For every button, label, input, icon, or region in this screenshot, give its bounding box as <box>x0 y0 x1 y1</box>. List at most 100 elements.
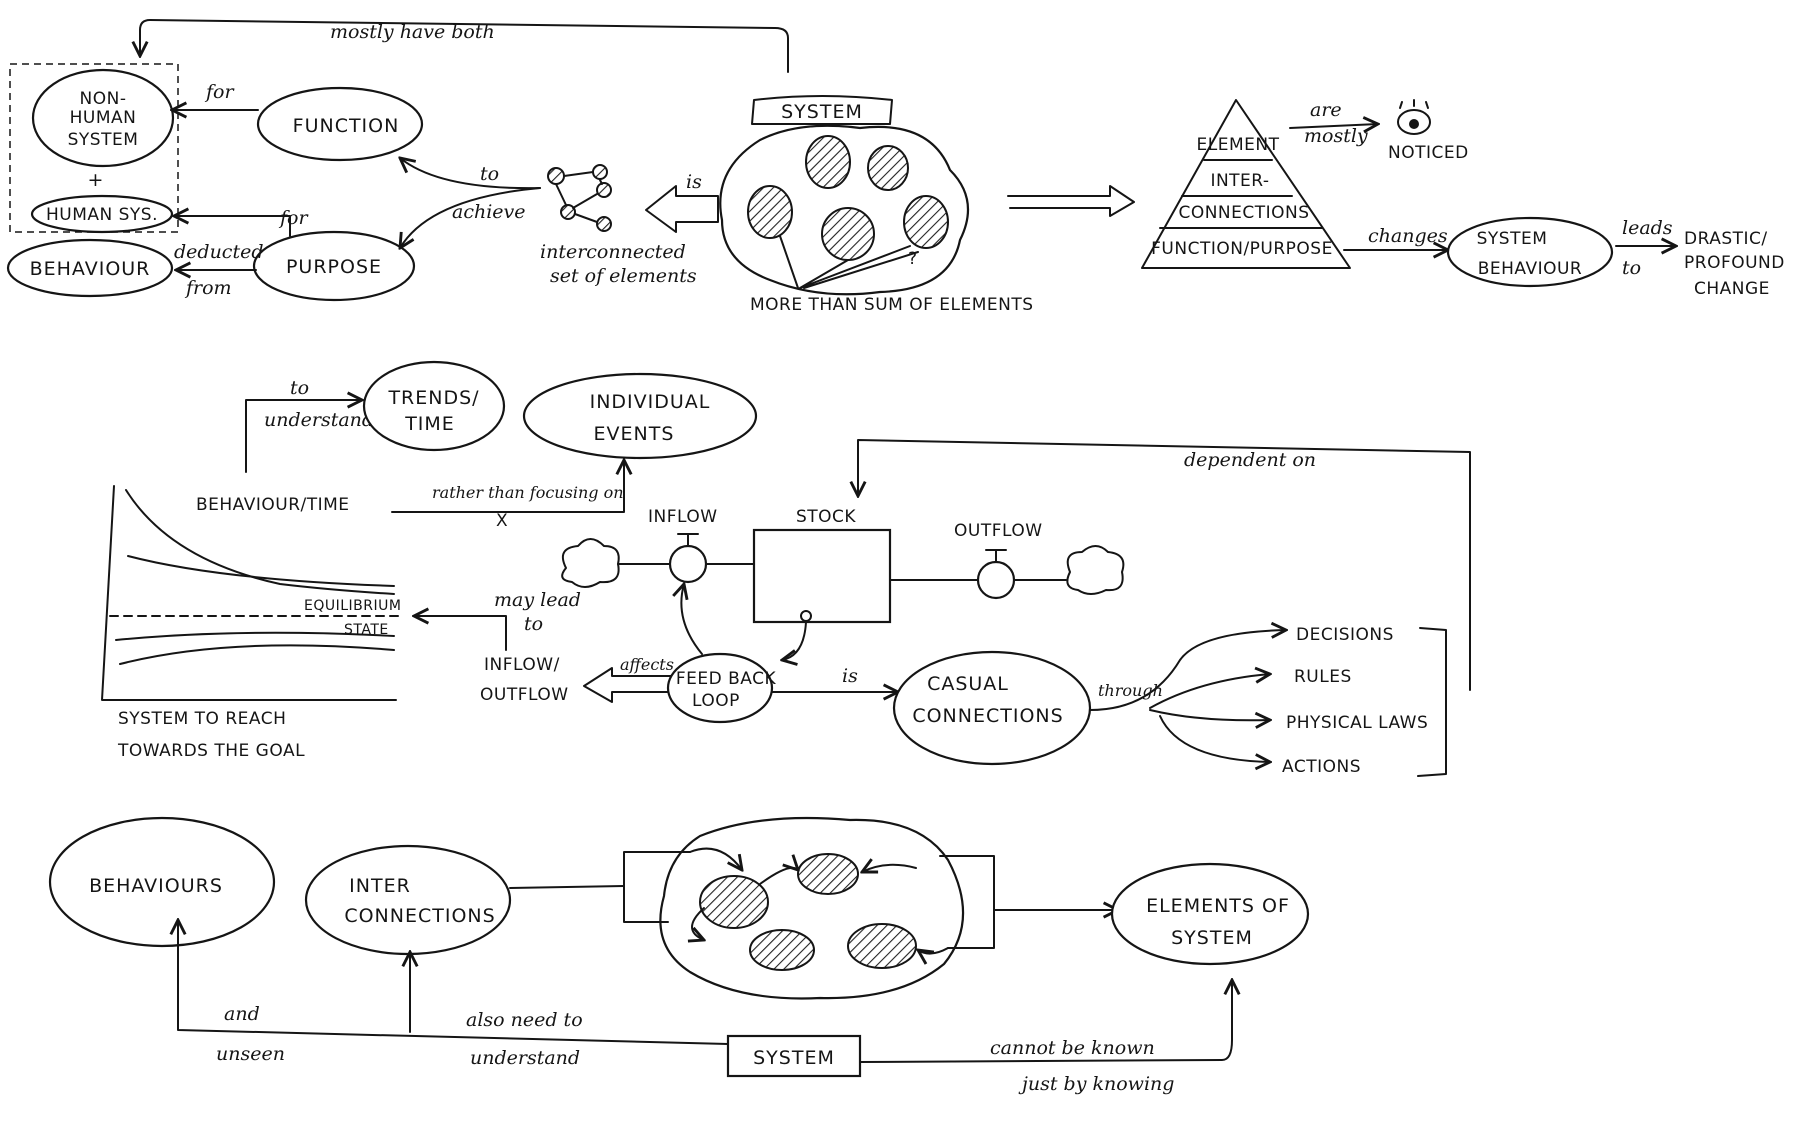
behaviours-node <box>48 816 276 948</box>
inner-link-4 <box>862 865 917 872</box>
element-3 <box>747 185 793 239</box>
rather-than-label: rather than focusing on <box>432 483 624 502</box>
for-label-top: for <box>204 81 235 103</box>
to-understand-arrow <box>245 400 362 473</box>
through-rules <box>1149 674 1270 709</box>
inter-to-system-line <box>509 885 625 889</box>
system-label-bottom: SYSTEM <box>753 1047 835 1069</box>
set-of-elements-label: set of elements <box>550 265 697 287</box>
to-achieve-function-arrow <box>400 158 541 190</box>
sum-lines <box>779 235 919 289</box>
are-label: are <box>1310 99 1342 121</box>
inflow-label: INFLOW <box>648 507 718 527</box>
non-human-line-3: SYSTEM <box>68 130 139 150</box>
casual-connections-node <box>892 650 1092 766</box>
cross-mark: X <box>496 511 508 531</box>
system-reach-line-2: TOWARDS THE GOAL <box>117 741 305 761</box>
understand-label: understand <box>470 1047 580 1069</box>
behaviours-label: BEHAVIOURS <box>89 875 223 897</box>
rules-label: RULES <box>1294 667 1352 687</box>
element-b3 <box>749 929 815 971</box>
trends-time-node <box>362 360 506 452</box>
inflow-valve <box>668 544 708 584</box>
behaviour-node <box>6 238 174 298</box>
is-label-2: is <box>842 665 858 687</box>
sink-cloud <box>1066 545 1125 595</box>
purpose-node <box>252 230 416 302</box>
connections-label: CONNECTIONS <box>912 705 1063 727</box>
may-lead-label: may lead <box>494 589 581 611</box>
behaviour-time-plot <box>101 485 401 701</box>
element-4 <box>821 207 875 261</box>
system-blob-2 <box>659 816 965 1000</box>
element-b2 <box>797 853 859 895</box>
non-human-line-2: HUMAN <box>70 108 137 128</box>
state-label: STATE <box>344 622 389 638</box>
also-need-label: also need to <box>466 1009 583 1031</box>
plus-sign: + <box>88 169 105 191</box>
section-stock-flow: to understand TRENDS/ TIME INDIVIDUAL EV… <box>101 360 1471 777</box>
stock-to-feedback <box>782 621 807 660</box>
are-mostly-arrow <box>1289 124 1378 128</box>
element-5 <box>903 195 949 249</box>
leads-label: leads <box>1622 217 1673 239</box>
function-node <box>256 86 424 162</box>
element-b1 <box>699 875 769 929</box>
cannot-be-known-arrow <box>859 980 1232 1063</box>
stock-link-dot <box>800 610 812 622</box>
just-by-knowing-label: just by knowing <box>1018 1073 1174 1095</box>
question-mark: ? <box>908 249 918 269</box>
interconnected-elements-icon <box>547 164 612 232</box>
mostly-have-both-arrow <box>140 19 789 73</box>
section-understanding-system: BEHAVIOURS INTER CONNECTIONS ELEMENTS OF… <box>48 816 1310 1095</box>
to-understand-understand: understand <box>264 409 374 431</box>
feedback-loop-node <box>666 652 774 724</box>
may-lead-to-arrow <box>414 616 507 651</box>
elements-of-system-node <box>1110 862 1310 966</box>
inflow-valve-handle <box>677 533 699 547</box>
pyramid-inter: INTER- <box>1210 171 1269 191</box>
may-lead-to-label: to <box>524 613 543 635</box>
feedback-to-inflow <box>681 584 703 655</box>
inflow-outflow-line-1: INFLOW/ <box>484 655 560 675</box>
pyramid-connections: CONNECTIONS <box>1178 203 1309 223</box>
cannot-be-known-label: cannot be known <box>990 1037 1155 1059</box>
trends-label: TRENDS/ <box>387 387 479 409</box>
dependent-on-arrow <box>858 439 1471 691</box>
for-label-purpose: for <box>278 207 309 229</box>
non-human-line-1: NON- <box>80 89 127 109</box>
system-behaviour-node <box>1446 216 1614 288</box>
system-pyramid <box>1141 99 1351 269</box>
equilibrium-label: EQUILIBRIUM <box>304 598 401 614</box>
achieve-label: achieve <box>452 201 526 223</box>
system-behaviour-line-2: BEHAVIOUR <box>1478 259 1583 279</box>
system-title: SYSTEM <box>781 101 863 123</box>
affects-label: affects <box>620 655 674 674</box>
to-label-2: to <box>1622 257 1641 279</box>
pyramid-element: ELEMENT <box>1197 135 1280 155</box>
to-label: to <box>480 163 499 185</box>
unseen-label: unseen <box>216 1043 285 1065</box>
outflow-valve-handle <box>985 549 1007 563</box>
pyramid-dividers <box>1159 159 1323 229</box>
drastic-line-2: PROFOUND <box>1684 253 1785 273</box>
element-b4 <box>847 923 917 969</box>
function-label: FUNCTION <box>293 115 400 137</box>
feedback-label: FEED BACK <box>676 669 777 689</box>
decisions-label: DECISIONS <box>1296 625 1394 645</box>
to-understand-to: to <box>290 377 309 399</box>
purpose-for-arrow <box>174 216 291 237</box>
system-box-bottom <box>726 1034 862 1078</box>
actions-label: ACTIONS <box>1282 757 1361 777</box>
purpose-label: PURPOSE <box>286 256 382 278</box>
rather-than-arrow <box>391 460 624 513</box>
elements-of-label: ELEMENTS OF <box>1146 895 1290 917</box>
section-system-definition: mostly have both NON- HUMAN SYSTEM + HUM… <box>6 19 1785 315</box>
list-bracket <box>1417 627 1447 777</box>
through-physical-laws <box>1149 709 1270 720</box>
loop-label: LOOP <box>692 691 740 711</box>
is-label: is <box>686 171 702 193</box>
behaviour-label: BEHAVIOUR <box>30 258 151 280</box>
inner-link-3 <box>692 907 704 940</box>
